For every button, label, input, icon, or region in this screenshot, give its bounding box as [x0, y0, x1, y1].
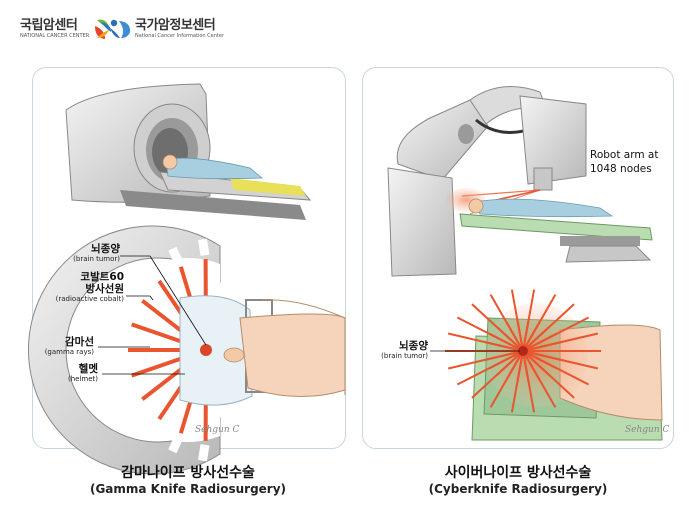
ncic-emblem-icon: [110, 19, 131, 38]
cobalt-sources: [108, 238, 210, 462]
cobalt-source: [168, 434, 184, 454]
label-text: 감마선: [65, 336, 94, 348]
gamma-knife-machine: [65, 83, 312, 220]
label-cobalt: 코발트60 방사선원 (radioactive cobalt): [24, 271, 124, 304]
cyberknife-closeup: [445, 289, 663, 441]
cyberknife-ray: [505, 294, 557, 381]
artist-signature: Sehgun C: [195, 425, 240, 435]
cobalt-source: [198, 238, 210, 256]
caption-subtitle: (Gamma Knife Radiosurgery): [89, 482, 287, 496]
cobalt-source: [168, 246, 184, 266]
cyberknife-ray: [516, 289, 536, 383]
ncc-emblem-icon: [95, 19, 112, 39]
label-text: 헬멧: [78, 363, 98, 375]
label-brain-tumor-cyber: 뇌종양 (brain tumor): [366, 340, 428, 361]
cyberknife-ray: [496, 303, 575, 376]
label-text: 뇌종양: [399, 340, 428, 352]
label-text: 뇌종양: [91, 243, 120, 255]
label-gamma-rays: 감마선 (gamma rays): [30, 336, 94, 357]
cyberknife-rays: [445, 289, 601, 413]
ncc-logo: 국립암센터 NATIONAL CANCER CENTER: [20, 18, 113, 40]
cyberknife-ray: [489, 294, 541, 381]
cobalt-source: [123, 286, 142, 303]
label-text-en: (brain tumor): [381, 352, 428, 360]
artist-signature-2: Sehgun C: [625, 425, 670, 435]
label-text-en: (brain tumor): [73, 255, 120, 263]
label-text: Robot arm at: [590, 149, 659, 161]
label-text-en: (gamma rays): [44, 348, 94, 356]
label-robot-arm: Robot arm at 1048 nodes: [590, 148, 658, 176]
ncc-name-en: NATIONAL CANCER CENTER: [20, 33, 90, 39]
cobalt-source: [111, 372, 130, 386]
caption-subtitle: (Cyberknife Radiosurgery): [428, 482, 608, 496]
ncc-name-ko: 국립암센터: [20, 18, 78, 33]
cobalt-source: [111, 314, 130, 328]
label-text-2: 방사선원: [85, 283, 124, 295]
cobalt-source: [123, 397, 142, 414]
label-text-2: 1048 nodes: [590, 163, 652, 175]
caption-gamma-knife: 감마나이프 방사선수술 (Gamma Knife Radiosurgery): [23, 465, 353, 497]
label-brain-tumor-gamma: 뇌종양 (brain tumor): [60, 243, 120, 264]
cyberknife-ray: [456, 316, 558, 370]
cobalt-source: [198, 444, 210, 462]
caption-title: 감마나이프 방사선수술: [121, 465, 255, 481]
cobalt-source: [142, 419, 160, 437]
caption-cyberknife: 사이버나이프 방사선수술 (Cyberknife Radiosurgery): [353, 465, 683, 497]
cobalt-source: [142, 263, 160, 281]
gamma-tumor-icon: [200, 344, 212, 356]
label-helmet: 헬멧 (helmet): [40, 363, 98, 384]
label-text-en: (radioactive cobalt): [55, 295, 124, 303]
cyberknife-ray: [471, 303, 550, 376]
caption-title: 사이버나이프 방사선수술: [444, 465, 592, 481]
cyberknife-ray: [447, 332, 562, 361]
gamma-cross-section: [27, 225, 346, 475]
cyberknife-ray: [510, 289, 530, 383]
cyberknife-ray: [484, 332, 599, 361]
ncic-name-en: National Cancer Information Center: [135, 33, 224, 39]
cyber-tumor-icon: [518, 346, 528, 356]
label-text-en: (helmet): [67, 375, 98, 383]
cyberknife-ray: [488, 316, 590, 370]
ncic-name-ko: 국가암정보센터: [135, 18, 216, 33]
ncic-logo: 국가암정보센터 National Cancer Information Cent…: [108, 18, 224, 40]
cyberknife-robot: [387, 86, 653, 277]
label-text: 코발트60: [80, 271, 124, 283]
